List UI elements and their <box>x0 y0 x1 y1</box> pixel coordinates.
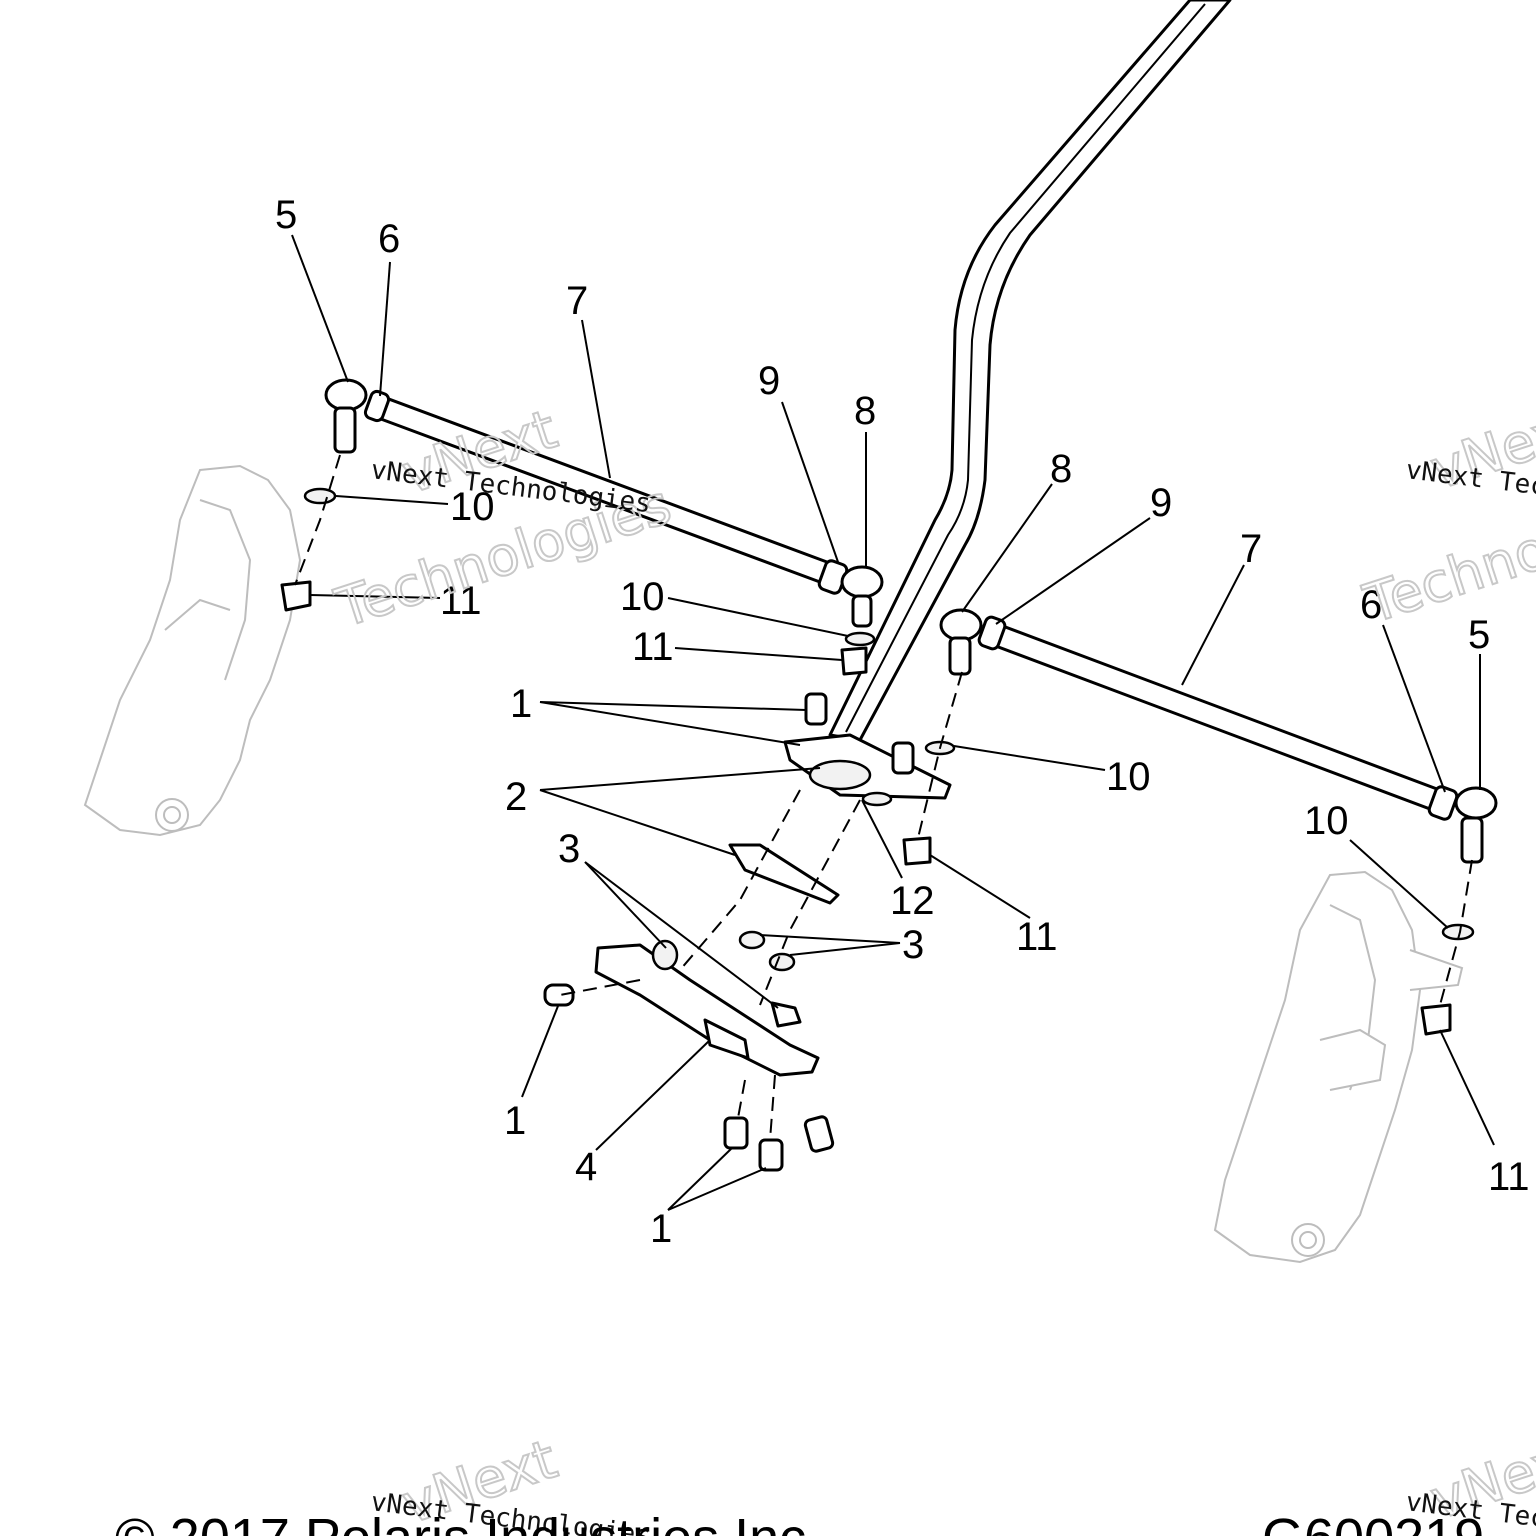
bearing-plates <box>728 692 952 905</box>
callout-11-left: 11 <box>440 579 482 623</box>
callout-11-mid-left: 11 <box>632 625 674 669</box>
callout-3-left: 3 <box>558 827 580 871</box>
callout-9-right: 9 <box>1150 481 1172 525</box>
steering-shaft <box>828 0 1232 742</box>
callout-5-right: 5 <box>1468 613 1490 657</box>
callout-6-left: 6 <box>378 217 400 261</box>
footer-figure-id: G600219 <box>1262 1508 1484 1536</box>
left-steering-knuckle-ghost <box>83 464 302 837</box>
callout-8-right: 8 <box>1050 447 1072 491</box>
callout-10-mid-left: 10 <box>620 575 665 619</box>
callout-7-left: 7 <box>566 279 588 323</box>
callout-7-right: 7 <box>1240 527 1262 571</box>
callout-10-left: 10 <box>450 485 495 529</box>
footer-copyright: © 2017 Polaris Industries Inc. <box>115 1508 821 1536</box>
callout-1-bottom: 1 <box>650 1207 672 1251</box>
callout-1-top: 1 <box>510 682 532 726</box>
callout-8-left: 8 <box>854 389 876 433</box>
callout-3-right: 3 <box>902 923 924 967</box>
callout-4: 4 <box>575 1145 597 1189</box>
callout-5-left: 5 <box>275 193 297 237</box>
callout-11-right: 11 <box>1488 1155 1530 1199</box>
leader-lines <box>291 234 1495 1211</box>
watermarks: vNext Technologies vNext Technologies vN… <box>327 392 1536 1536</box>
tie-rod-left <box>324 378 884 628</box>
callout-6-right: 6 <box>1360 583 1382 627</box>
callout-1-left-bolt: 1 <box>504 1099 526 1143</box>
right-steering-knuckle-ghost <box>1213 870 1464 1264</box>
callout-10-mid-right: 10 <box>1106 755 1151 799</box>
callout-11-mid-right: 11 <box>1016 915 1058 959</box>
alignment-lines <box>294 454 1473 1141</box>
callout-9-left: 9 <box>758 359 780 403</box>
callout-labels: 5 6 7 9 8 10 11 10 11 1 2 3 8 9 7 6 5 10… <box>275 193 1530 1251</box>
tie-rod-right <box>939 608 1498 864</box>
footer: © 2017 Polaris Industries Inc. G600219 <box>115 1508 1484 1536</box>
small-parts <box>280 487 1475 1036</box>
mounting-bracket <box>543 930 835 1172</box>
callout-10-right: 10 <box>1304 799 1349 843</box>
callout-12: 12 <box>890 879 935 923</box>
callout-2: 2 <box>505 775 527 819</box>
